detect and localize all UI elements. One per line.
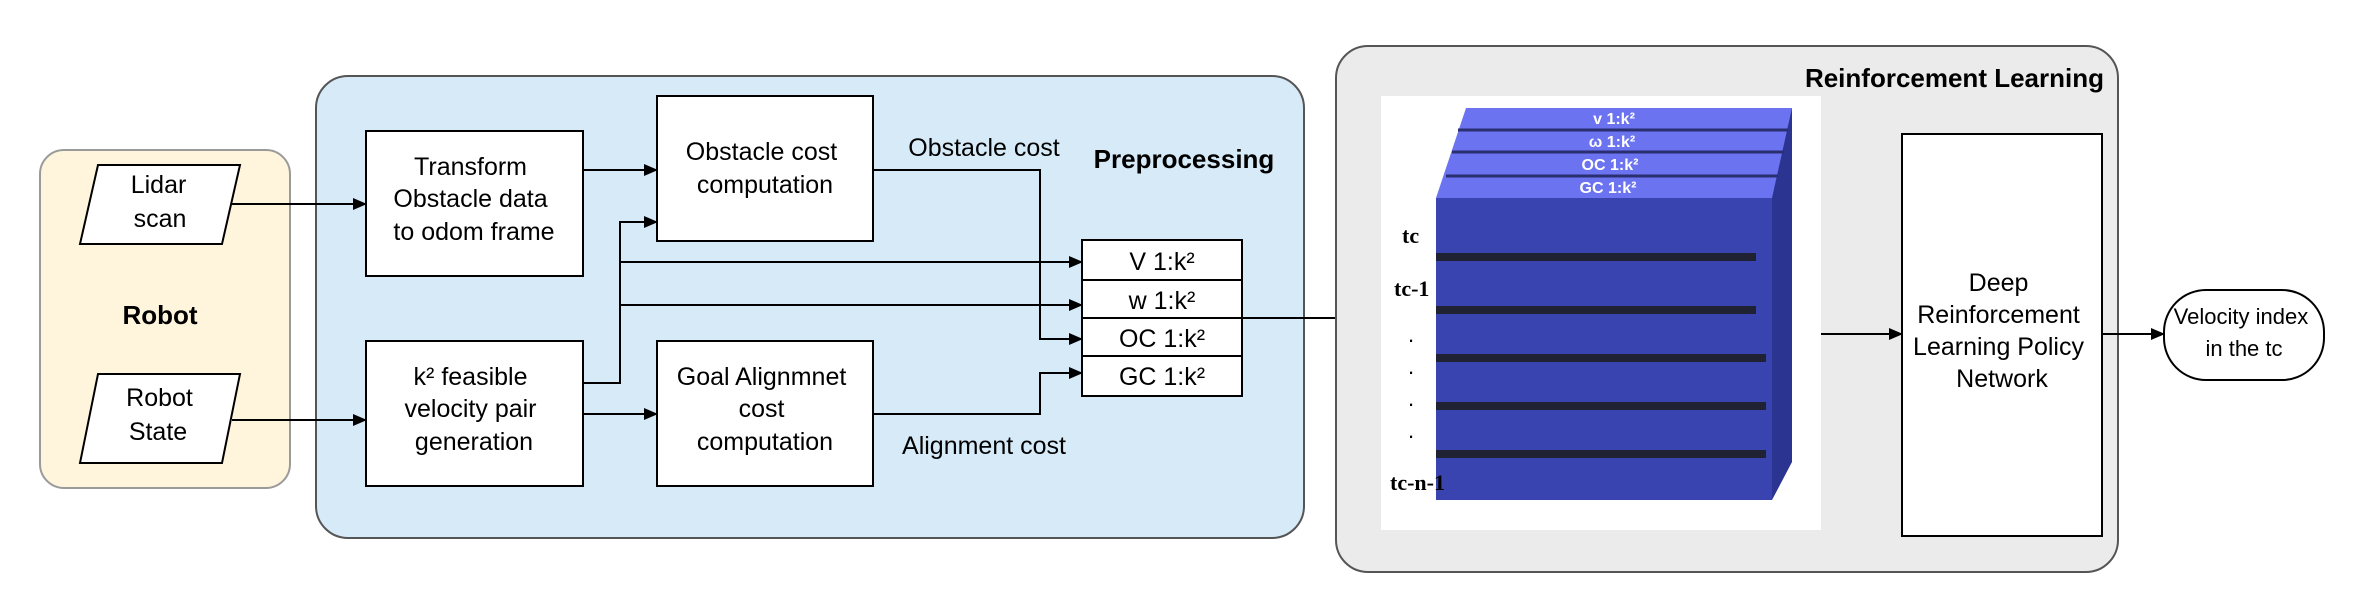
stack-row-oc: OC 1:k² bbox=[1119, 325, 1205, 353]
cube-row-gc: GC 1:k² bbox=[1580, 180, 1637, 197]
policy-network-label: Deep Reinforcement Learning Policy Netwo… bbox=[1913, 269, 2091, 393]
lidar-scan-label: Lidar scan bbox=[131, 171, 194, 233]
cube-row-oc: OC 1:k² bbox=[1582, 157, 1639, 174]
stack-row-w: w 1:k² bbox=[1128, 287, 1196, 315]
time-dot-3: . bbox=[1408, 386, 1414, 411]
preprocessing-title: Preprocessing bbox=[1094, 144, 1275, 174]
velocity-pair-node bbox=[365, 340, 584, 487]
time-label-tc: tc bbox=[1402, 223, 1419, 248]
stack-row-v: V 1:k² bbox=[1129, 248, 1194, 276]
arrow-velocity-obstacle bbox=[583, 216, 658, 384]
obstacle-cost-node bbox=[656, 95, 874, 242]
arrow-obstacle-oc bbox=[873, 169, 1083, 345]
goal-alignment-node-label: Goal Alignmnet cost computation bbox=[677, 363, 854, 456]
feature-stack: V 1:k² w 1:k² OC 1:k² GC 1:k² bbox=[1081, 239, 1243, 397]
transform-node bbox=[365, 130, 584, 277]
time-dot-4: . bbox=[1408, 418, 1414, 443]
time-dot-2: . bbox=[1408, 354, 1414, 379]
alignment-cost-label: Alignment cost bbox=[902, 432, 1066, 460]
transform-label: Transform Obstacle data to odom frame bbox=[393, 153, 554, 246]
obstacle-cost-label: Obstacle cost bbox=[908, 134, 1060, 162]
obstacle-cost-node-label: Obstacle cost computation bbox=[686, 138, 844, 199]
goal-alignment-node bbox=[656, 340, 874, 487]
rl-title: Reinforcement Learning bbox=[1805, 63, 2104, 93]
stack-row-gc: GC 1:k² bbox=[1119, 363, 1205, 391]
lidar-scan-node bbox=[78, 164, 242, 245]
time-dot-1: . bbox=[1408, 322, 1414, 347]
arrow-goal-gc bbox=[873, 367, 1083, 415]
policy-network-node bbox=[1901, 133, 2103, 537]
time-label-tc-1: tc-1 bbox=[1394, 276, 1429, 301]
cube-row-omega: ω 1:k² bbox=[1589, 134, 1635, 151]
time-label-tc-n-1: tc-n-1 bbox=[1390, 470, 1445, 495]
output-label: Velocity index in the tc bbox=[2174, 304, 2315, 361]
velocity-pair-label: k² feasible velocity pair generation bbox=[405, 363, 544, 456]
state-tensor-cube bbox=[1436, 108, 1792, 500]
robot-state-node bbox=[78, 373, 242, 464]
robot-state-label: Robot State bbox=[126, 384, 200, 446]
robot-title: Robot bbox=[122, 300, 197, 330]
output-node bbox=[2163, 289, 2325, 381]
cube-row-v: v 1:k² bbox=[1593, 111, 1635, 128]
